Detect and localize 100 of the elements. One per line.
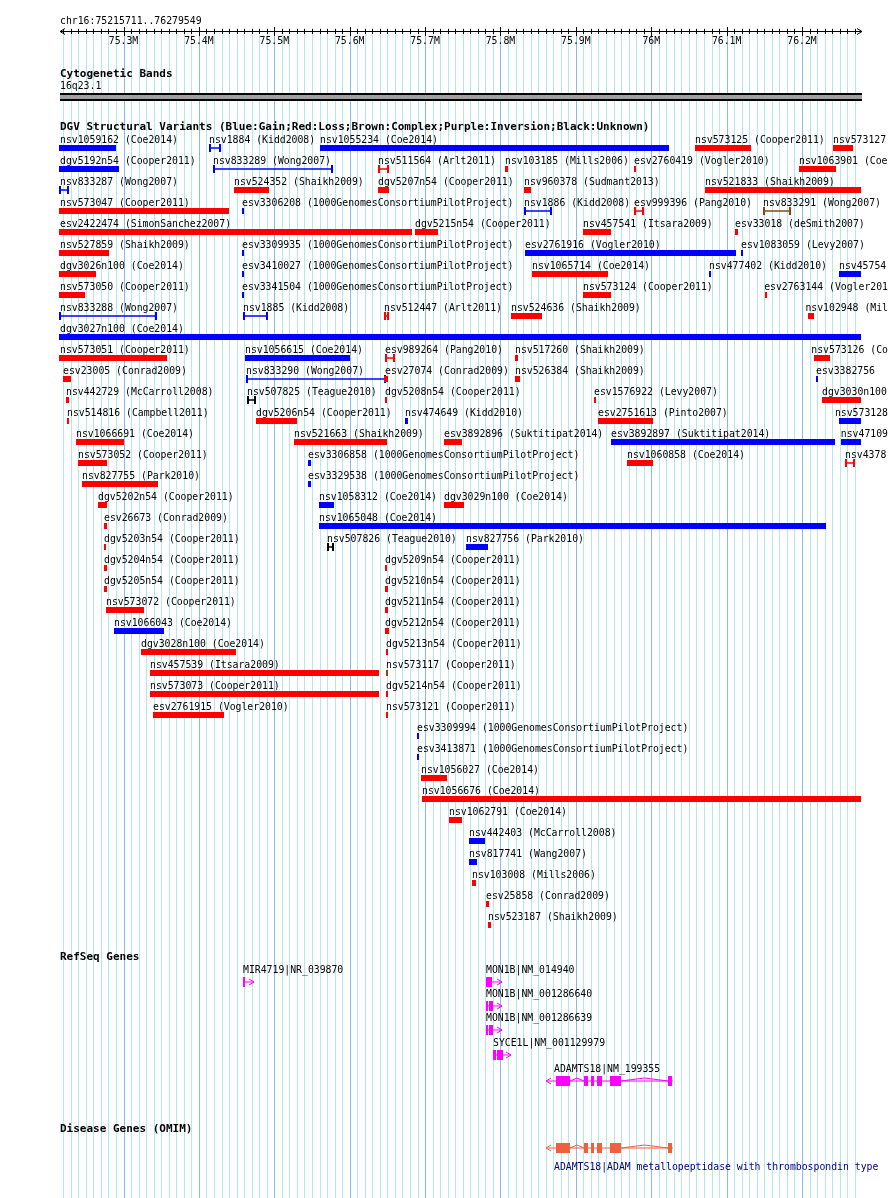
variant-label: esv1083059 (Levy2007) [741,239,865,251]
variant-label: esv3306858 (1000GenomesConsortiumPilotProject) [308,449,580,461]
variant-label: nsv517260 (Shaikh2009) [515,344,645,356]
variant-label: nsv573127 [833,134,887,146]
variant-label: dgv5210n54 (Cooper2011) [385,575,521,587]
axis-tick-label: 75.5M [259,35,290,47]
variant-label: esv3413871 (1000GenomesConsortiumPilotProject) [417,743,689,755]
variant-label: nsv524636 (Shaikh2009) [511,302,641,314]
variant-label: dgv5211n54 (Cooper2011) [385,596,521,608]
gene-label: MON1B|NM_001286639 [486,1012,593,1024]
variant-label: esv1576922 (Levy2007) [594,386,718,398]
axis-tick-label: 76.2M [787,35,817,47]
variant-label: nsv1055234 (Coe2014) [320,134,438,146]
variant-label: nsv1066043 (Coe2014) [114,617,232,629]
variant-label: nsv1066691 (Coe2014) [76,428,194,440]
axis-tick-label: 75.4M [184,35,214,47]
variant-label: nsv833289 (Wong2007) [213,155,331,167]
track-heading: DGV Structural Variants (Blue:Gain;Red:Loss;Brown:Complex;Purple:Inversion;Black:Unknown) [60,120,650,133]
variant-label: nsv1063901 (Coe [799,155,888,167]
variant-label: esv3309994 (1000GenomesConsortiumPilotProject) [417,722,689,734]
variant-label: esv26673 (Conrad2009) [104,512,228,524]
variant-label: nsv817741 (Wang2007) [469,848,587,860]
variant-label: nsv507825 (Teague2010) [247,386,377,398]
track-heading: RefSeq Genes [60,950,140,963]
variant-label: nsv512447 (Arlt2011) [384,302,502,314]
variant-label: esv23005 (Conrad2009) [63,365,187,377]
variant-label: nsv442729 (McCarroll2008) [66,386,214,398]
variant-label: esv3410027 (1000GenomesConsortiumPilotProject) [242,260,514,272]
variant-label: nsv833287 (Wong2007) [60,176,178,188]
variant-label: nsv45754 [839,260,887,272]
variant-label: nsv521663 (Shaikh2009) [294,428,424,440]
variant-label: dgv3027n100 (Coe2014) [60,323,184,335]
variant-label: nsv573117 (Cooper2011) [386,659,516,671]
variant-label: nsv521833 (Shaikh2009) [705,176,835,188]
variant-label: nsv1885 (Kidd2008) [243,302,350,314]
variant-label: nsv524352 (Shaikh2009) [234,176,364,188]
variant-label: dgv5207n54 (Cooper2011) [378,176,514,188]
axis-tick-label: 75.9M [561,35,591,47]
axis-tick-label: 75.6M [334,35,365,47]
variant-label: nsv573047 (Cooper2011) [60,197,190,209]
variant-label: nsv511564 (Arlt2011) [378,155,496,167]
variant-label: esv27074 (Conrad2009) [385,365,509,377]
variant-label: dgv5204n54 (Cooper2011) [104,554,240,566]
variant-label: nsv507826 (Teague2010) [327,533,457,545]
variant-label: nsv827756 (Park2010) [466,533,584,545]
gene-label: MON1B|NM_001286640 [486,988,593,1000]
variant-label: esv2761915 (Vogler2010) [153,701,289,713]
variant-label: esv33018 (deSmith2007) [735,218,865,230]
variant-label: dgv5203n54 (Cooper2011) [104,533,240,545]
variant-label: esv989264 (Pang2010) [385,344,503,356]
variant-label: nsv573072 (Cooper2011) [106,596,236,608]
variant-label: esv3892897 (Suktitipat2014) [611,428,771,440]
coordinate-label: chr16:75215711..76279549 [60,15,202,27]
variant-label: esv3309935 (1000GenomesConsortiumPilotProject) [242,239,514,251]
variant-label: nsv1060858 (Coe2014) [627,449,745,461]
variant-label: dgv5208n54 (Cooper2011) [385,386,521,398]
variant-label: nsv523187 (Shaikh2009) [488,911,618,923]
variant-label: dgv5209n54 (Cooper2011) [385,554,521,566]
variant-label: dgv3026n100 (Coe2014) [60,260,184,272]
variant-label: nsv573124 (Cooper2011) [583,281,713,293]
gene-label: MIR4719|NR_039870 [243,964,344,976]
variant-label: dgv5205n54 (Cooper2011) [104,575,240,587]
variant-label: dgv5202n54 (Cooper2011) [98,491,234,503]
variant-label: esv3329538 (1000GenomesConsortiumPilotProject) [308,470,580,482]
gene-label: ADAMTS18|NM_199355 [554,1063,661,1075]
track-heading: Disease Genes (OMIM) [60,1122,193,1135]
variant-label: esv2760419 (Vogler2010) [634,155,770,167]
variant-label: nsv474649 (Kidd2010) [405,407,523,419]
variant-label: nsv1056615 (Coe2014) [245,344,363,356]
variant-label: nsv457541 (Itsara2009) [583,218,713,230]
variant-label: nsv573073 (Cooper2011) [150,680,280,692]
variant-label: dgv5212n54 (Cooper2011) [385,617,521,629]
variant-label: dgv5192n54 (Cooper2011) [60,155,196,167]
variant-label: nsv457539 (Itsara2009) [150,659,280,671]
variant-label: nsv1065714 (Coe2014) [532,260,650,272]
variant-label: nsv833288 (Wong2007) [60,302,178,314]
variant-label: nsv573051 (Cooper2011) [60,344,190,356]
variant-label: esv3892896 (Suktitipat2014) [444,428,604,440]
variant-label: nsv573126 (Co [811,344,888,356]
variant-label: nsv514816 (Campbell2011) [67,407,209,419]
gene-label: ADAMTS18|ADAM metallopeptidase with thrombospondin type [554,1161,879,1173]
variant-label: esv2763144 (Vogler201 [764,281,888,293]
variant-label: nsv1062791 (Coe2014) [449,806,567,818]
variant-label: nsv103008 (Mills2006) [472,869,596,881]
variant-label: nsv573052 (Cooper2011) [78,449,208,461]
variant-label: nsv1056027 (Coe2014) [421,764,539,776]
variant-label: nsv833291 (Wong2007) [763,197,881,209]
axis-tick-label: 76.1M [711,35,742,47]
variant-label: nsv573125 (Cooper2011) [695,134,825,146]
variant-label: nsv4378 [845,449,887,461]
variant-label: nsv573050 (Cooper2011) [60,281,190,293]
band-label: 16q23.1 [60,80,102,92]
variant-label: nsv1059162 (Coe2014) [60,134,178,146]
variant-label: nsv527859 (Shaikh2009) [60,239,190,251]
variant-label: nsv960378 (Sudmant2013) [524,176,660,188]
variant-label: nsv1065048 (Coe2014) [319,512,437,524]
variant-label: nsv477402 (Kidd2010) [709,260,827,272]
variant-label: dgv3028n100 (Coe2014) [141,638,265,650]
variant-label: esv999396 (Pang2010) [634,197,752,209]
variant-label: dgv5215n54 (Cooper2011) [415,218,551,230]
